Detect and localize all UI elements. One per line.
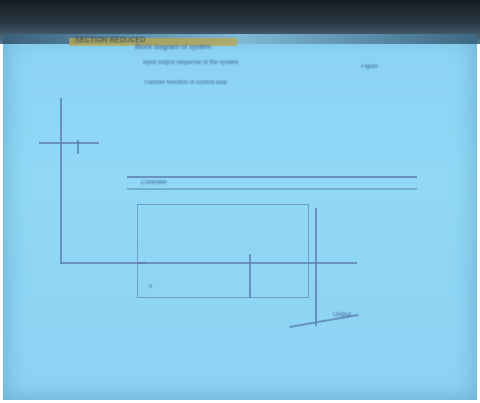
vertical-axis-line — [60, 98, 62, 264]
horizontal-axis-line — [39, 142, 99, 144]
header-highlight — [69, 38, 237, 46]
diagram-signal-line — [137, 262, 357, 264]
mid-strip-line — [127, 176, 417, 178]
mid-strip-line-2 — [127, 188, 417, 190]
output-vertical-line — [315, 208, 317, 326]
projected-screen: SECTION REDUCED Block diagram of system … — [3, 34, 477, 400]
note-line: Transfer function of control loop — [143, 80, 228, 86]
axis-tick — [77, 140, 79, 154]
header-label: SECTION REDUCED — [75, 37, 146, 44]
page-title: Block diagram of system — [135, 44, 212, 51]
connector-line-bottom — [60, 262, 146, 264]
bottom-left-label: x — [149, 284, 152, 290]
bottom-right-label: Output — [333, 312, 352, 318]
diagram-divider — [249, 254, 251, 298]
title-bar — [3, 34, 477, 44]
subtitle-line: Input output response of the system — [143, 60, 239, 66]
diagram-box — [137, 204, 309, 298]
mid-label: Controller — [141, 180, 168, 186]
corner-note: Figure — [361, 64, 379, 70]
